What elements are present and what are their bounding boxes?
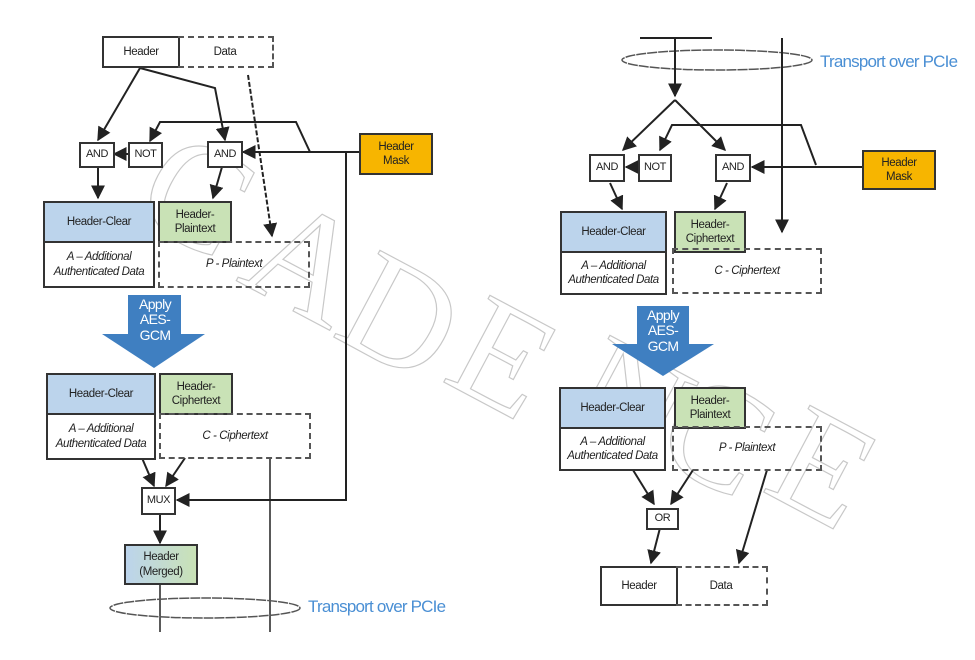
header-plaintext-box: Header- Plaintext [158, 201, 232, 243]
mux-box: MUX [141, 487, 176, 515]
connector-mask-to-mux [175, 152, 347, 507]
transport-ellipse-left [109, 597, 301, 619]
aad-box-right: A – Additional Authenticated Data [560, 251, 667, 295]
aes-gcm-label-right: Apply AES- GCM [646, 307, 680, 354]
left-connectors [91, 67, 360, 632]
connector-mask-to-not [149, 121, 311, 153]
gate-and-left: AND [79, 142, 115, 168]
aes-gcm-arrow-left [102, 295, 205, 368]
aes-gcm-arrow-right [612, 306, 714, 376]
aes-gcm-label-left: Apply AES- GCM [138, 296, 172, 343]
header-clear-box-right-2: Header-Clear [559, 387, 666, 429]
connector-aad-to-or [632, 469, 655, 506]
connector-ciphertext-to-mux [165, 457, 186, 488]
gate-and-left-right: AND [589, 154, 625, 182]
connector-and-right-to-header-plaintext [209, 166, 224, 200]
transport-ellipse-right [621, 49, 813, 71]
header-ciphertext-box-right: Header- Ciphertext [674, 211, 746, 253]
header-mask-box-right: Header Mask [862, 150, 936, 190]
gate-not: NOT [128, 142, 163, 168]
input-header-box: Header [102, 36, 180, 68]
aad-box-right-2: A – Additional Authenticated Data [559, 427, 666, 471]
connector-plaintext-to-or [670, 469, 694, 506]
header-clear-box-2: Header-Clear [46, 373, 156, 415]
connector-aad-to-mux [141, 457, 156, 488]
connector-split-to-and-left [621, 99, 676, 151]
connector-and-right-to-header-cipher [713, 182, 728, 211]
transport-label-left: Transport over PCIe [308, 597, 446, 616]
connector-header-to-and-left [97, 67, 141, 142]
connector-mask-to-not [659, 124, 817, 166]
header-clear-box-right: Header-Clear [560, 211, 667, 253]
header-ciphertext-box: Header- Ciphertext [159, 373, 233, 415]
header-merged-box: Header (Merged) [124, 544, 198, 585]
aad-box: A – Additional Authenticated Data [43, 241, 155, 288]
right-connectors [609, 37, 862, 565]
gate-not-right: NOT [638, 154, 672, 182]
header-clear-box: Header-Clear [43, 201, 155, 243]
gate-or: OR [646, 508, 679, 530]
output-header-box: Header [600, 566, 678, 606]
gate-and-right-right: AND [715, 154, 751, 182]
connector-or-to-header [647, 527, 661, 565]
connector-plaintext-to-data [735, 469, 768, 565]
transport-label-right: Transport over PCIe [820, 52, 958, 71]
connector-data-to-plaintext [247, 74, 278, 238]
plaintext-box-right: P - Plaintext [672, 426, 822, 471]
gate-and-right: AND [207, 141, 243, 168]
output-data-box: Data [676, 566, 768, 606]
aad-box-2: A – Additional Authenticated Data [46, 413, 156, 460]
plaintext-box: P - Plaintext [158, 241, 310, 288]
header-mask-box: Header Mask [359, 133, 433, 175]
connector-and-left-to-header-clear [609, 182, 624, 211]
input-data-box: Data [178, 36, 274, 68]
ciphertext-box: C - Ciphertext [159, 413, 311, 459]
header-plaintext-box-right: Header- Plaintext [674, 387, 746, 429]
ciphertext-box-right: C - Ciphertext [672, 248, 822, 294]
